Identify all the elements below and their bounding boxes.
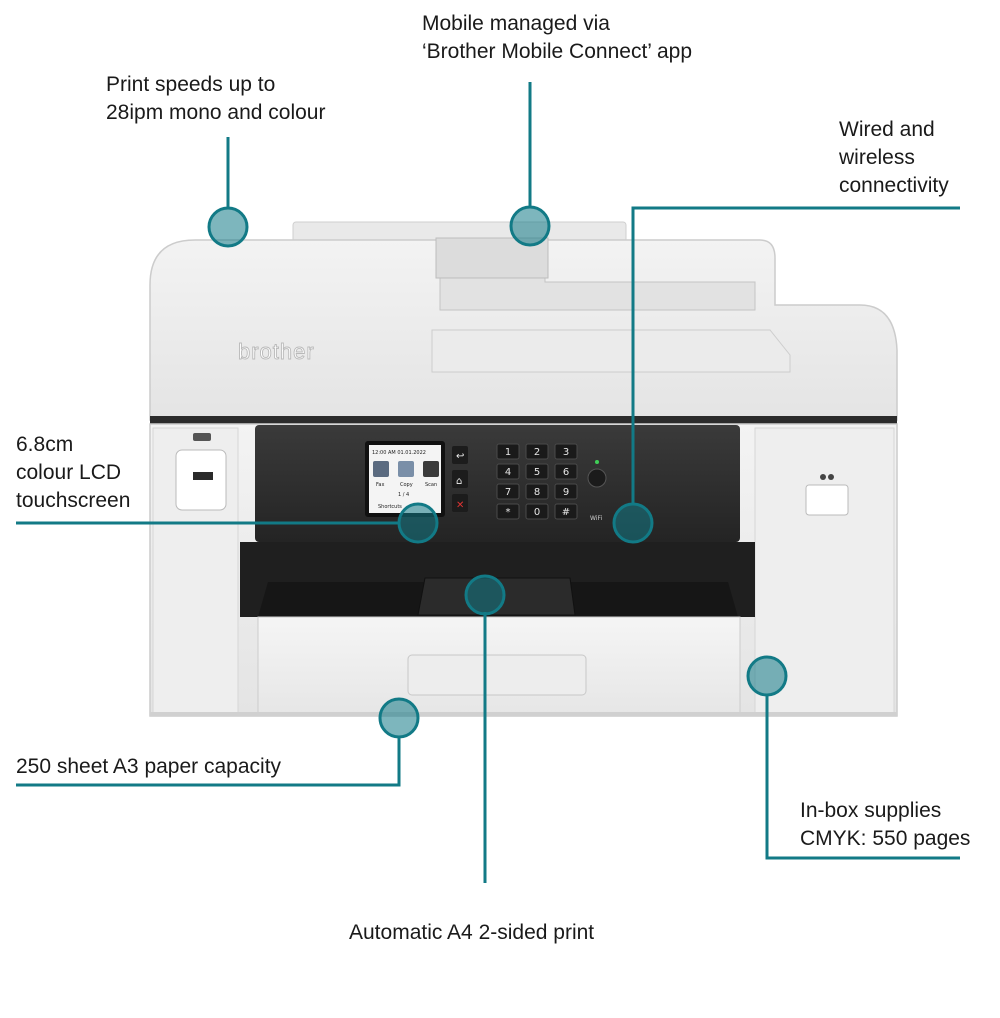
- keypad-key-label: 3: [563, 447, 569, 458]
- feeder-output: [431, 329, 791, 373]
- lcd-screen: [369, 445, 441, 513]
- callout-supplies-line-1: In-box supplies: [800, 799, 942, 822]
- callout-print-speed-line-1: Print speeds up to: [106, 73, 276, 96]
- lcd-icon-fax: [373, 461, 389, 477]
- stop-icon: ✕: [456, 500, 464, 511]
- keypad-key: [496, 443, 520, 460]
- keypad-key-label: #: [562, 507, 570, 518]
- paper-tray-handle: [407, 654, 587, 696]
- keypad-key-label: 6: [563, 467, 569, 478]
- keypad-key-label: 4: [505, 467, 511, 478]
- callout-print-speed-line-2: 28ipm mono and colour: [106, 101, 326, 124]
- brand-logo: brother: [238, 339, 315, 364]
- callout-mobile-line-2: ‘Brother Mobile Connect’ app: [422, 40, 693, 63]
- body-seam: [150, 416, 897, 426]
- keypad-key: [525, 503, 549, 520]
- lcd-label-scan: Scan: [425, 482, 437, 488]
- keypad-key-label: 5: [534, 467, 540, 478]
- callout-connectivity-line-1: Wired and: [839, 118, 935, 141]
- callout-leaders: [16, 82, 960, 883]
- callout-paper: 250 sheet A3 paper capacity: [16, 753, 281, 781]
- callout-connectivity: Wired and wireless connectivity: [839, 116, 949, 200]
- ink-drop-icon-2: [828, 474, 834, 480]
- lcd-label-fax: Fax: [376, 482, 384, 488]
- callout-duplex-line-1: Automatic A4 2-sided print: [349, 921, 595, 944]
- callout-dot-lcd: [397, 502, 439, 544]
- callout-mobile-line-1: Mobile managed via: [422, 12, 610, 35]
- callout-lcd-line-1: 6.8cm: [16, 433, 74, 456]
- keypad-key-label: 0: [534, 507, 540, 518]
- callout-dot-paper: [378, 697, 420, 739]
- keypad: 1 2 3 4 5 6 7 8 9 * 0 #: [496, 443, 578, 520]
- back-button: [452, 446, 468, 464]
- power-led: [595, 460, 599, 464]
- callout-duplex: Automatic A4 2-sided print: [349, 919, 594, 947]
- callout-paper-line-1: 250 sheet A3 paper capacity: [16, 755, 282, 778]
- keypad-key-label: 9: [563, 487, 569, 498]
- lcd-status: 12:00 AM 01.01.2022: [372, 450, 426, 456]
- keypad-key: [525, 463, 549, 480]
- keypad-key: [525, 443, 549, 460]
- usb-label: [193, 433, 211, 441]
- usb-port: [193, 472, 213, 480]
- callout-dot-duplex: [464, 574, 506, 616]
- lcd-page: 1 / 4: [398, 492, 409, 498]
- wifi-label: WiFi: [590, 515, 602, 522]
- callout-supplies: In-box supplies CMYK: 550 pages: [800, 797, 970, 853]
- lcd-shortcuts: Shortcuts: [378, 504, 402, 510]
- keypad-key: [554, 463, 578, 480]
- callout-dot-connectivity: [612, 502, 654, 544]
- callout-connectivity-line-3: connectivity: [839, 174, 949, 197]
- ink-door: [805, 484, 849, 516]
- callout-dot-supplies: [746, 655, 788, 697]
- keypad-key-label: 8: [534, 487, 540, 498]
- keypad-key: [554, 503, 578, 520]
- callout-lcd-line-3: touchscreen: [16, 489, 131, 512]
- keypad-key: [554, 483, 578, 500]
- keypad-key: [525, 483, 549, 500]
- ink-drop-icon: [820, 474, 826, 480]
- callout-lcd: 6.8cm colour LCD touchscreen: [16, 431, 130, 515]
- back-icon: ↩: [456, 451, 464, 462]
- leader-line-paper: [16, 737, 401, 787]
- keypad-key: [496, 483, 520, 500]
- leader-line-supplies: [765, 695, 960, 860]
- callout-lcd-line-2: colour LCD: [16, 461, 122, 484]
- home-icon: ⌂: [456, 476, 462, 487]
- printer-body: 12:00 AM 01.01.2022 Fax Copy Scan 1 / 4 …: [149, 221, 898, 717]
- lcd-icon-copy: [398, 461, 414, 477]
- lcd-icon-scan: [423, 461, 439, 477]
- lcd-label-copy: Copy: [400, 482, 413, 488]
- keypad-key-label: *: [506, 507, 511, 518]
- keypad-key: [496, 503, 520, 520]
- keypad-key-label: 7: [505, 487, 511, 498]
- callout-print-speed: Print speeds up to 28ipm mono and colour: [106, 71, 325, 127]
- keypad-key-label: 2: [534, 447, 540, 458]
- keypad-key: [496, 463, 520, 480]
- callout-connectivity-line-2: wireless: [839, 146, 915, 169]
- leader-line-connectivity: [631, 206, 960, 505]
- keypad-key: [554, 443, 578, 460]
- printer-base: [150, 712, 897, 716]
- stop-button: [452, 494, 468, 512]
- callout-mobile: Mobile managed via ‘Brother Mobile Conne…: [422, 10, 692, 66]
- keypad-key-label: 1: [505, 447, 511, 458]
- power-button: [587, 468, 607, 488]
- callout-dot-print-speed: [207, 206, 249, 248]
- callout-dot-mobile: [509, 205, 551, 247]
- callout-supplies-line-2: CMYK: 550 pages: [800, 827, 971, 850]
- home-button: [452, 470, 468, 488]
